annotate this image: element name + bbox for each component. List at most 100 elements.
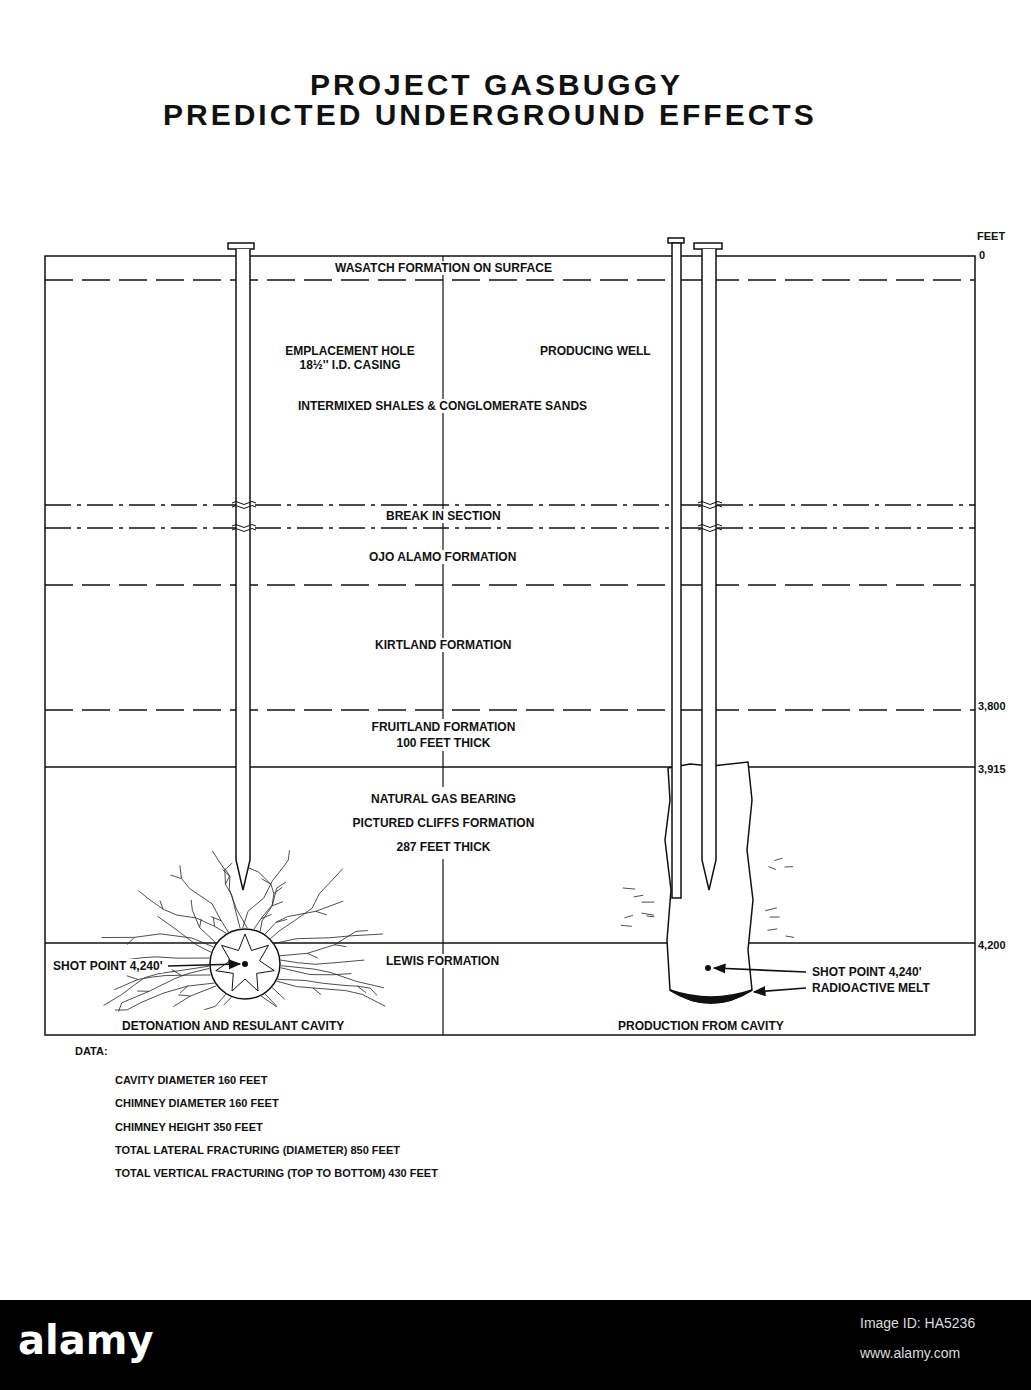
fracture-line xyxy=(784,866,793,867)
depth-mark: 3,915 xyxy=(978,762,1006,776)
leader-arrow xyxy=(754,988,806,992)
shot-point xyxy=(242,961,248,967)
fracture-line xyxy=(370,988,377,995)
boundary-line xyxy=(45,527,975,528)
fracture-line xyxy=(265,901,343,934)
leader-arrow xyxy=(168,964,240,966)
fracture-line xyxy=(277,981,386,1006)
fracture-line xyxy=(178,995,190,996)
fracture-line xyxy=(275,934,383,943)
fracture-line xyxy=(170,875,181,879)
fracture-line xyxy=(770,917,780,918)
fracture-line xyxy=(774,858,782,860)
annotation-label: CHIMNEY DIAMETER 160 FEET xyxy=(115,1096,279,1110)
formation-band: KIRTLAND FORMATION xyxy=(45,585,975,710)
casing-cap xyxy=(694,243,722,249)
fracture-line xyxy=(260,888,277,931)
fracture-line xyxy=(313,988,321,995)
fracture-line xyxy=(642,902,655,903)
formation-label: WASATCH FORMATION ON SURFACE xyxy=(332,261,555,275)
depth-mark: FEET xyxy=(977,229,1005,243)
fracture-line xyxy=(785,936,794,937)
fracture-line xyxy=(215,994,225,1006)
fracture-line xyxy=(122,968,210,1002)
leader-arrows xyxy=(168,964,806,992)
emplacement-hole xyxy=(236,249,250,890)
fracture-line xyxy=(281,960,365,964)
annotation-label: EMPLACEMENT HOLE 18½'' I.D. CASING xyxy=(278,344,422,372)
fracture-line xyxy=(280,931,356,955)
annotation-label: SHOT POINT 4,240' xyxy=(53,959,163,973)
wells xyxy=(228,238,722,898)
leader-arrow xyxy=(714,968,806,972)
boundary-line xyxy=(45,504,975,505)
formation-band: INTERMIXED SHALES & CONGLOMERATE SANDS xyxy=(45,280,975,505)
fracture-line xyxy=(765,908,777,911)
formation-label: NATURAL GAS BEARING PICTURED CLIFFS FORM… xyxy=(343,787,544,859)
fracture-line xyxy=(225,863,232,870)
break-mark xyxy=(698,502,722,532)
annotation-label: TOTAL VERTICAL FRACTURING (TOP TO BOTTOM… xyxy=(115,1166,438,1180)
formation-band: FRUITLAND FORMATION 100 FEET THICK xyxy=(45,710,975,767)
fracture-line xyxy=(119,1003,122,1012)
fracture-line xyxy=(356,930,368,932)
fracture-line xyxy=(102,934,214,947)
section-frame xyxy=(45,256,975,1035)
fracture-line xyxy=(127,983,214,1010)
fracture-line xyxy=(281,968,352,975)
depth-mark: 4,200 xyxy=(978,938,1006,952)
formation-band: OJO ALAMO FORMATION xyxy=(45,528,975,585)
producing-well xyxy=(702,249,716,890)
fracture-line xyxy=(272,988,285,1000)
fracture-line xyxy=(641,913,654,915)
fracture-line xyxy=(316,911,327,915)
boundary-line xyxy=(45,279,975,280)
formation-label: INTERMIXED SHALES & CONGLOMERATE SANDS xyxy=(295,399,590,413)
formation-label: OJO ALAMO FORMATION xyxy=(366,550,519,564)
fracture-line xyxy=(272,902,283,906)
formation-label: FRUITLAND FORMATION 100 FEET THICK xyxy=(363,719,524,751)
annotation-label: CAVITY DIAMETER 160 FEET xyxy=(115,1073,267,1087)
fracture-line xyxy=(127,976,138,980)
fracture-line xyxy=(261,996,277,1007)
formation-band: NATURAL GAS BEARING PICTURED CLIFFS FORM… xyxy=(45,767,975,943)
formation-label: LEWIS FORMATION xyxy=(383,954,502,968)
fracture-line xyxy=(335,945,347,947)
fracture-line xyxy=(278,979,371,988)
fracture-line xyxy=(173,986,216,1007)
fracture-line xyxy=(768,867,776,870)
watermark-text: Image ID: HA5236 xyxy=(860,1314,975,1332)
formation-lines xyxy=(45,256,975,1035)
watermark-text: www.alamy.com xyxy=(860,1344,960,1362)
fracture-line xyxy=(115,1009,127,1010)
tubing-pipe xyxy=(672,243,681,898)
fracture-line xyxy=(625,915,633,917)
annotation-label: DETONATION AND RESULANT CAVITY xyxy=(122,1019,344,1033)
annotation-label: CHIMNEY HEIGHT 350 FEET xyxy=(115,1120,263,1134)
radioactive-melt xyxy=(670,990,752,1003)
shot-point xyxy=(705,965,711,971)
fracture-line xyxy=(634,895,644,897)
boundary-line xyxy=(45,942,975,944)
boundary-line xyxy=(45,709,975,710)
fracture-line xyxy=(204,1006,215,1009)
fracture-line xyxy=(213,917,214,926)
fracture-line xyxy=(180,865,228,932)
annotation-label: SHOT POINT 4,240' xyxy=(812,965,922,979)
watermark-text: alamy xyxy=(18,1318,153,1362)
fracture-line xyxy=(621,925,632,926)
fracture-line xyxy=(274,887,283,893)
fracture-line xyxy=(225,876,229,884)
fracture-line xyxy=(623,888,635,889)
fracture-line xyxy=(271,869,343,939)
formation-band: WASATCH FORMATION ON SURFACE xyxy=(45,256,975,280)
fracture-line xyxy=(127,937,134,944)
depth-mark: 3,800 xyxy=(978,699,1006,713)
annotation-label: DATA: xyxy=(75,1044,108,1058)
fracture-line xyxy=(224,997,232,1005)
watermark-strip xyxy=(0,1300,1031,1390)
